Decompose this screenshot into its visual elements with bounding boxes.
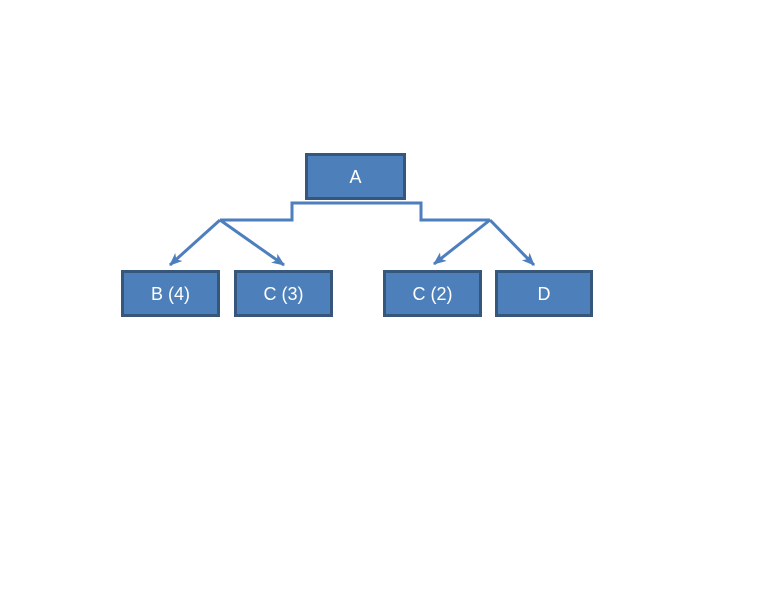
node-a: A xyxy=(305,153,406,200)
node-d-label: D xyxy=(537,283,551,304)
node-a-label: A xyxy=(349,166,362,187)
arrow-root-to-c3 xyxy=(219,218,285,267)
node-c3: C (3) xyxy=(234,270,333,317)
node-b4: B (4) xyxy=(121,270,220,317)
node-d: D xyxy=(495,270,593,317)
node-c2: C (2) xyxy=(383,270,482,317)
root-branch-bracket-connector xyxy=(220,201,490,222)
node-b4-label: B (4) xyxy=(150,283,190,304)
arrow-root-to-c2 xyxy=(433,218,491,266)
arrow-root-to-d xyxy=(488,218,536,267)
node-c3-label: C (3) xyxy=(263,283,304,304)
arrow-root-to-b4 xyxy=(168,218,222,267)
node-c2-label: C (2) xyxy=(412,283,453,304)
